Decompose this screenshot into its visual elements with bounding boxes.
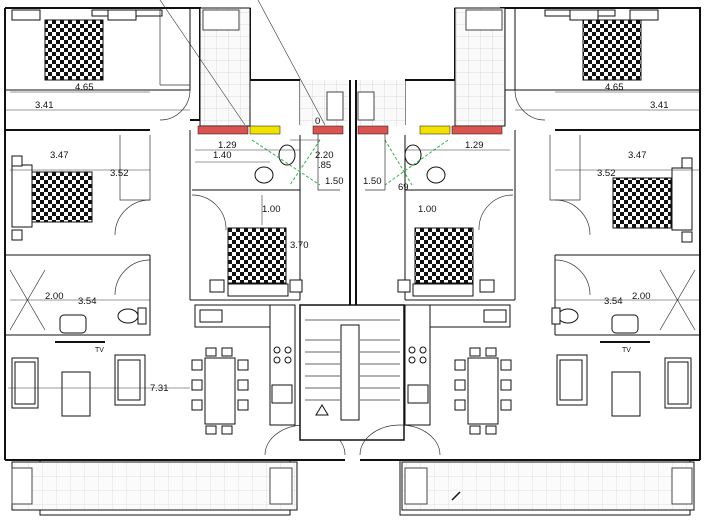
dim-right-master-width: 4.65: [605, 82, 624, 93]
dim-left-bath-width: 3.54: [78, 296, 97, 307]
dim-left-bed2-depth: 3.47: [50, 150, 69, 161]
dim-right-core-69: 69: [398, 182, 409, 193]
dim-right-bed2-width: 3.52: [597, 168, 616, 179]
terraces: [11, 461, 695, 511]
dim-left-core-370: 3.70: [290, 240, 309, 251]
dim-left-core-129: 1.29: [218, 140, 237, 151]
stair-treads: [305, 339, 400, 401]
light-well: [159, 0, 506, 127]
dim-right-master-depth: 3.41: [650, 100, 669, 111]
dim-left-master-depth: 3.41: [35, 100, 54, 111]
dim-left-living-width: 7.31: [150, 383, 169, 394]
dim-right-core-100: 1.00: [418, 204, 437, 215]
dim-right-bath-depth: 2.00: [632, 291, 651, 302]
dim-left-bath-depth: 2.00: [45, 291, 64, 302]
dim-left-core-0: 0: [315, 116, 320, 127]
dim-left-core-85: .85: [318, 160, 331, 171]
dimension-labels: 4.65 3.41 3.47 3.52 2.00 3.54 7.31 1.29 …: [35, 82, 669, 394]
tv-label-left: TV: [95, 347, 104, 354]
dim-left-core-100: 1.00: [262, 204, 281, 215]
stair: [299, 304, 441, 456]
dim-left-master-width: 4.65: [75, 82, 94, 93]
dim-right-core-129: 1.29: [465, 140, 484, 151]
dim-left-core-140: 1.40: [213, 150, 232, 161]
dim-left-bed2-width: 3.52: [110, 168, 129, 179]
right-apartment: [357, 8, 700, 435]
dim-left-core-220: 2.20: [315, 150, 334, 161]
left-apartment: [5, 8, 346, 456]
dim-right-bed2-depth: 3.47: [628, 150, 647, 161]
tv-label-right: TV: [622, 347, 631, 354]
dim-right-core-150: 1.50: [363, 176, 382, 187]
dim-right-bath-width: 3.54: [604, 296, 623, 307]
dim-left-core-150: 1.50: [325, 176, 344, 187]
